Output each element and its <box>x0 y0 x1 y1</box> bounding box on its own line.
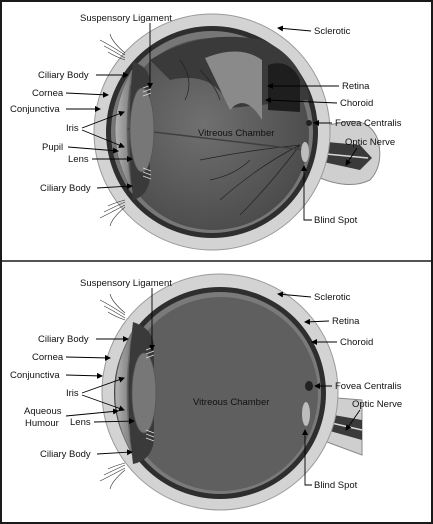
top-label-optic-nerve: Optic Nerve <box>345 137 395 148</box>
bottom-label-optic-nerve: Optic Nerve <box>352 399 402 410</box>
bottom-label-cornea: Cornea <box>32 352 64 363</box>
bottom-blind-spot <box>302 402 310 426</box>
top-label-vitreous-chamber: Vitreous Chamber <box>198 128 274 139</box>
top-label-fovea-centralis: Fovea Centralis <box>335 118 402 129</box>
top-label-choroid: Choroid <box>340 98 373 109</box>
bottom-label-choroid: Choroid <box>340 337 373 348</box>
bottom-fovea <box>305 381 313 391</box>
top-label-pupil: Pupil <box>42 142 63 153</box>
bottom-label-retina: Retina <box>332 316 360 327</box>
bottom-labels: Suspensory Ligament Sclerotic Ciliary Bo… <box>10 278 402 491</box>
top-blood-vessels <box>179 59 301 216</box>
bottom-label-fovea-centralis: Fovea Centralis <box>335 381 402 392</box>
bottom-label-sclerotic: Sclerotic <box>314 292 351 303</box>
bottom-label-blind-spot: Blind Spot <box>314 480 358 491</box>
bottom-label-aqueous: Aqueous <box>24 406 62 417</box>
top-labels: Suspensory Ligament Sclerotic Ciliary Bo… <box>10 13 402 226</box>
top-fovea <box>306 120 312 126</box>
top-label-suspensory-ligament: Suspensory Ligament <box>80 13 172 24</box>
top-label-ciliary-body-top: Ciliary Body <box>38 70 89 81</box>
top-blind-spot <box>301 142 309 162</box>
bottom-eyelashes <box>99 293 126 490</box>
bottom-label-ciliary-body-bottom: Ciliary Body <box>40 449 91 460</box>
top-label-conjunctiva: Conjunctiva <box>10 104 60 115</box>
top-lens <box>129 87 155 173</box>
top-label-sclerotic: Sclerotic <box>314 26 351 37</box>
top-label-iris: Iris <box>66 123 79 134</box>
top-cutaway-sheet <box>205 51 262 120</box>
top-eyelashes <box>99 33 126 227</box>
top-label-ciliary-body-bottom: Ciliary Body <box>40 183 91 194</box>
bottom-lens <box>131 352 157 434</box>
top-label-cornea: Cornea <box>32 88 64 99</box>
bottom-eye <box>99 273 363 511</box>
bottom-label-iris: Iris <box>66 388 79 399</box>
bottom-label-lens: Lens <box>70 417 91 428</box>
bottom-label-ciliary-body-top: Ciliary Body <box>38 334 89 345</box>
top-cutaway-window <box>268 63 300 112</box>
top-label-lens: Lens <box>68 154 89 165</box>
top-label-retina: Retina <box>342 81 370 92</box>
bottom-label-suspensory-ligament: Suspensory Ligament <box>80 278 172 289</box>
bottom-label-conjunctiva: Conjunctiva <box>10 370 60 381</box>
bottom-label-vitreous-chamber: Vitreous Chamber <box>193 397 269 408</box>
bottom-interior <box>124 297 318 491</box>
bottom-label-humour: Humour <box>25 418 59 429</box>
top-label-blind-spot: Blind Spot <box>314 215 358 226</box>
